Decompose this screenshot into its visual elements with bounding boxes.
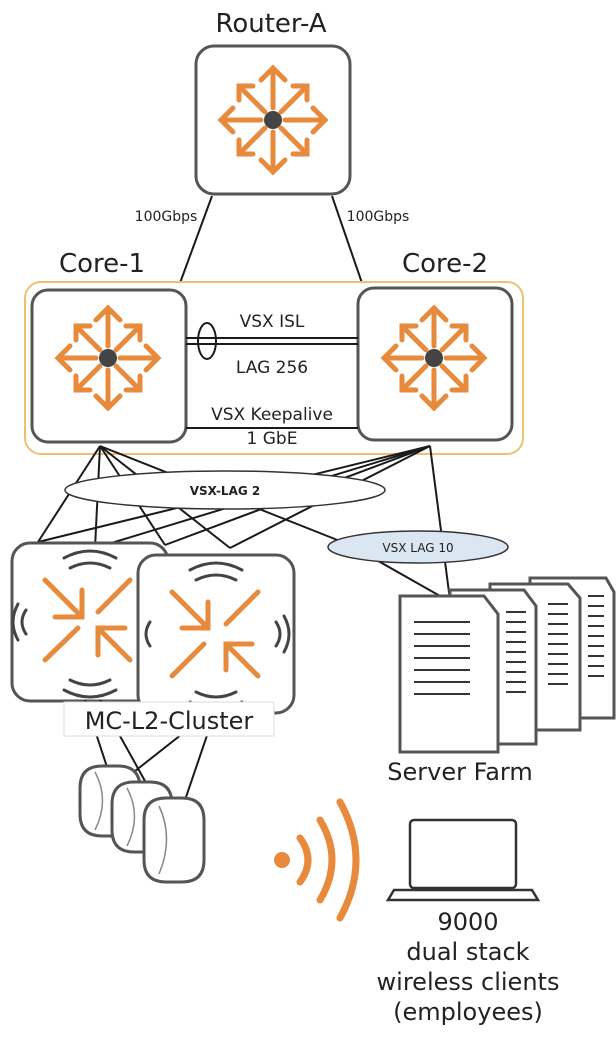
router-arrows: [217, 64, 329, 176]
wifi-icon: [274, 798, 360, 922]
clients-line-1: dual stack: [406, 938, 529, 966]
cluster-label-box: [63, 701, 275, 737]
isl-lag-ring: [197, 322, 217, 360]
core-2-label: Core-2: [402, 249, 488, 279]
core-1-switch-icon: [30, 288, 188, 444]
keepalive-speed: 1 GbE: [247, 429, 298, 449]
router-icon: [194, 44, 352, 196]
router-label: Router-A: [215, 9, 326, 39]
server-icon: [398, 594, 500, 754]
uplink-left-line: [179, 195, 213, 284]
clients-line-3: (employees): [393, 998, 543, 1026]
keepalive-label: VSX Keepalive: [211, 405, 333, 425]
core-1-label: Core-1: [59, 249, 145, 279]
laptop-icon: [385, 818, 541, 902]
vsx-lag-2-label: VSX-LAG 2: [190, 484, 261, 498]
vsx-lag-2-ellipse: [64, 470, 386, 510]
vsx-pair-box: [24, 281, 524, 455]
clients-count: 9000: [437, 908, 498, 936]
uplink-left-speed: 100Gbps: [135, 209, 198, 225]
lag-256-label: LAG 256: [236, 358, 308, 378]
core-2-switch-icon: [356, 286, 514, 442]
isl-label: VSX ISL: [240, 312, 305, 332]
cluster-label: MC-L2-Cluster: [85, 707, 254, 735]
clients-line-2: wireless clients: [377, 968, 560, 996]
access-point-icon: [142, 796, 206, 884]
controller-icon: [136, 553, 296, 715]
vsx-lag-10-label: VSX LAG 10: [382, 541, 453, 555]
uplink-right-speed: 100Gbps: [347, 209, 410, 225]
uplink-right-line: [331, 195, 363, 284]
vsx-lag-10-ellipse: [327, 530, 509, 564]
server-farm-label: Server Farm: [387, 758, 532, 786]
